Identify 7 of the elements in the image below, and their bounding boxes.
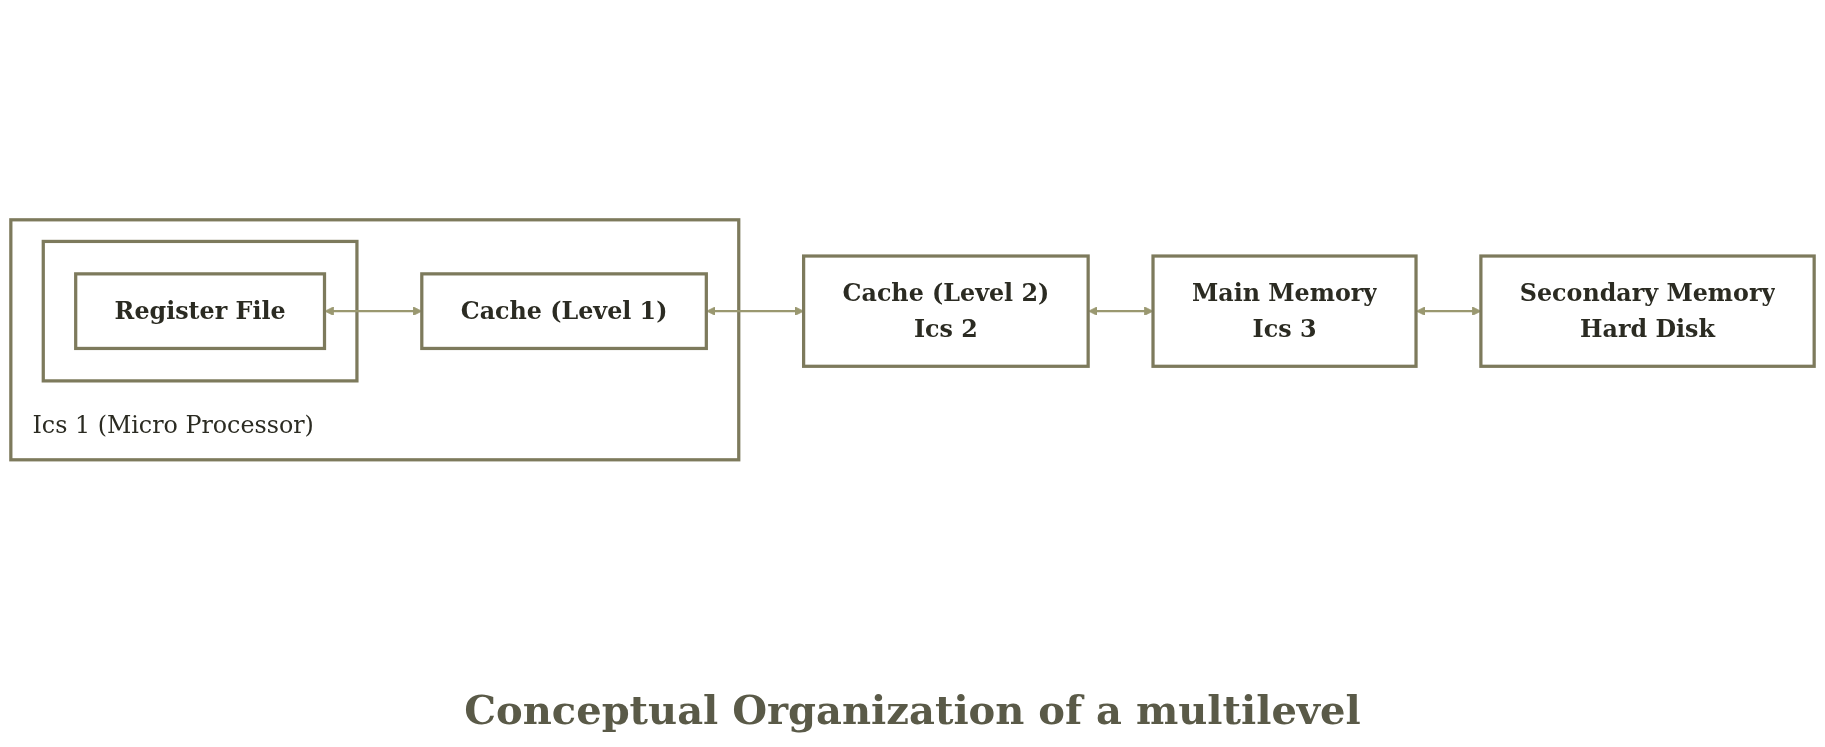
cluster — [41, 240, 359, 383]
node-box: Cache (Level 2) Ics 2 — [802, 254, 1090, 369]
node-box: Secondary Memory Hard Disk — [1479, 254, 1816, 369]
caption: Conceptual Organization of a multilevel — [464, 685, 1361, 735]
node-box: Register File — [74, 272, 327, 351]
node-box: Cache (Level 1) — [420, 272, 708, 351]
node-box: Main Memory Ics 3 — [1151, 254, 1418, 369]
